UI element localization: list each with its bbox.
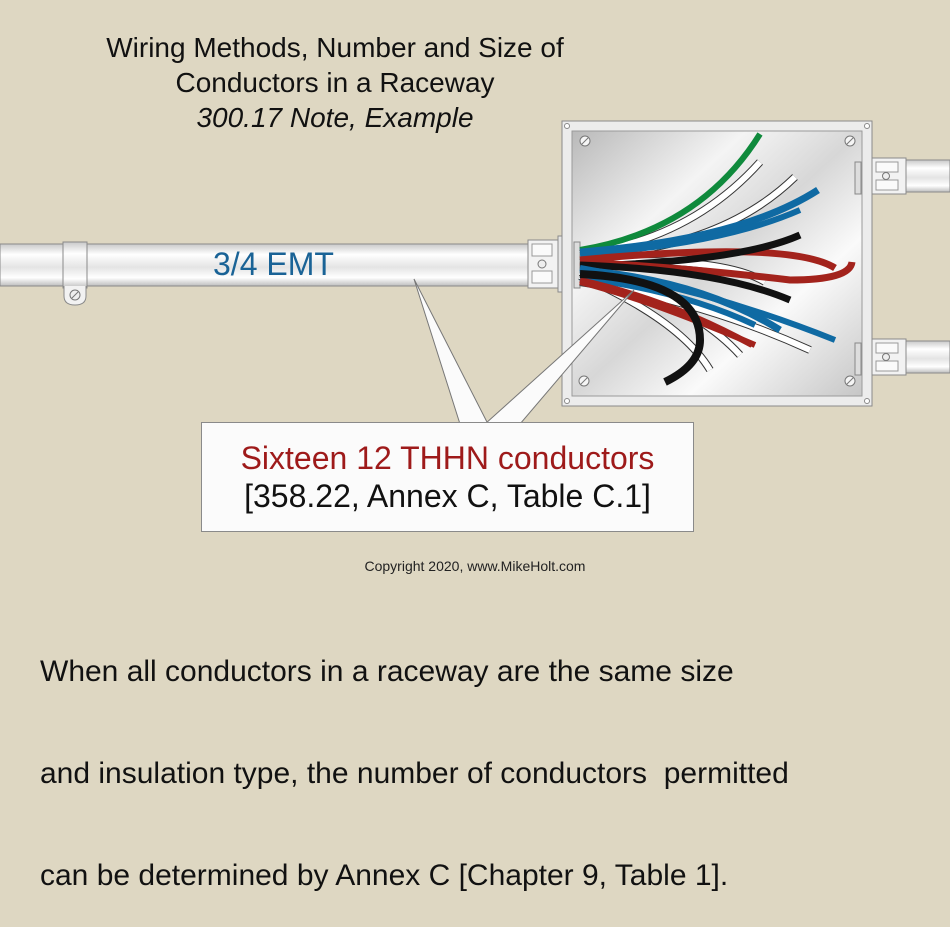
explanation-text: When all conductors in a raceway are the… <box>40 587 940 927</box>
slide-title: Wiring Methods, Number and Size of Condu… <box>40 30 630 135</box>
copyright-notice: Copyright 2020, www.MikeHolt.com <box>364 558 586 574</box>
title-line-2: Conductors in a Raceway <box>175 67 495 98</box>
conductors-bundle <box>578 132 856 386</box>
emt-size-label: 3/4 EMT <box>213 246 334 282</box>
emt-connector-right-top <box>871 157 950 195</box>
explanation-line-3: can be determined by Annex C [Chapter 9,… <box>40 859 729 892</box>
conductor-callout: Sixteen 12 THHN conductors [358.22, Anne… <box>201 422 694 532</box>
pipe-strap-icon <box>62 241 88 306</box>
title-line-1: Wiring Methods, Number and Size of <box>106 32 564 63</box>
explanation-line-2: and insulation type, the number of condu… <box>40 757 789 790</box>
explanation-line-1: When all conductors in a raceway are the… <box>40 655 734 688</box>
emt-raceway <box>0 243 536 287</box>
raceway-diagram <box>0 120 950 425</box>
callout-conductor-count: Sixteen 12 THHN conductors <box>240 440 655 476</box>
screw-icon <box>578 135 856 387</box>
title-reference: 300.17 Note, Example <box>196 102 474 133</box>
callout-code-reference: [358.22, Annex C, Table C.1] <box>244 478 651 514</box>
emt-connector-right-bottom <box>871 338 950 376</box>
emt-connector-left <box>527 235 567 293</box>
